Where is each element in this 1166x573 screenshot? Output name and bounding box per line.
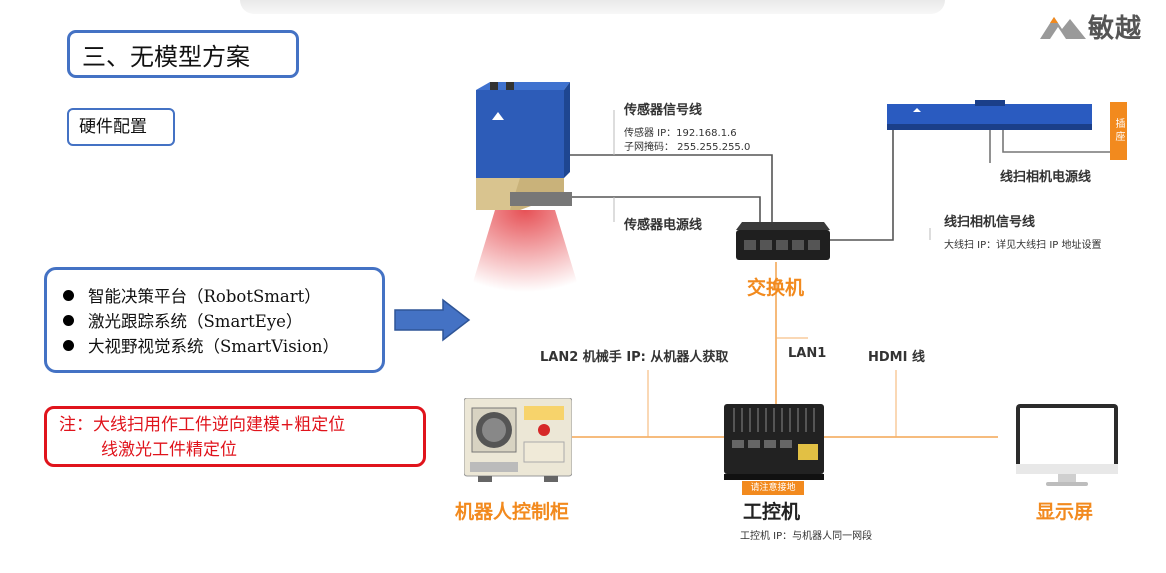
robot-controller-cabinet-device — [464, 398, 572, 482]
list-item: 智能决策平台（RobotSmart） — [63, 284, 382, 309]
robot-cabinet-label: 机器人控制柜 — [455, 501, 570, 523]
display-label: 显示屏 — [1036, 501, 1094, 523]
industrial-pc-device — [724, 404, 824, 480]
laser-sensor-device — [470, 82, 580, 292]
network-switch-device — [736, 222, 830, 260]
lan2-label: LAN2 机械手 IP: 从机器人获取 — [540, 350, 729, 365]
right-arrow-icon — [394, 298, 471, 342]
sensor-mask-label: 子网掩码： 255.255.255.0 — [624, 142, 751, 153]
note-line-2: 线激光工件精定位 — [101, 440, 237, 460]
ipc-ip-label: 工控机 IP：与机器人同一网段 — [740, 531, 873, 542]
ground-warning-tag: 请注意接地 — [742, 481, 804, 495]
hardware-config-label: 硬件配置 — [67, 108, 175, 146]
page-title: 三、无模型方案 — [67, 30, 299, 78]
switch-label: 交换机 — [747, 277, 805, 299]
linescan-signal-label: 线扫相机信号线 — [944, 215, 1036, 230]
logo-text: 敏越 — [1088, 14, 1143, 44]
note-line-1: 注：大线扫用作工件逆向建模+粗定位 — [59, 415, 346, 435]
note-box: 注：大线扫用作工件逆向建模+粗定位 线激光工件精定位 — [44, 406, 426, 467]
ipc-label: 工控机 — [743, 501, 801, 523]
line-scan-camera-device — [887, 100, 1092, 130]
power-outlet-tag: 插座 — [1110, 102, 1127, 160]
list-item: 大视野视觉系统（SmartVision） — [63, 334, 382, 359]
hdmi-label: HDMI 线 — [868, 350, 925, 365]
bullet-icon — [63, 340, 74, 351]
logo-mountain-icon — [1040, 17, 1086, 39]
bullet-icon — [63, 315, 74, 326]
sensor-signal-label: 传感器信号线 — [624, 103, 703, 118]
list-item: 激光跟踪系统（SmartEye） — [63, 309, 382, 334]
monitor-device — [1016, 404, 1118, 486]
top-shadow-bar — [240, 0, 945, 14]
brand-logo: 敏越 — [1040, 8, 1150, 44]
product-list: 智能决策平台（RobotSmart） 激光跟踪系统（SmartEye） 大视野视… — [44, 267, 385, 373]
lan1-label: LAN1 — [788, 346, 827, 361]
bullet-icon — [63, 290, 74, 301]
sensor-power-label: 传感器电源线 — [624, 218, 703, 233]
linescan-power-label: 线扫相机电源线 — [1000, 170, 1092, 185]
linescan-ip-label: 大线扫 IP：详见大线扫 IP 地址设置 — [944, 240, 1102, 251]
sensor-ip-label: 传感器 IP：192.168.1.6 — [624, 128, 737, 139]
